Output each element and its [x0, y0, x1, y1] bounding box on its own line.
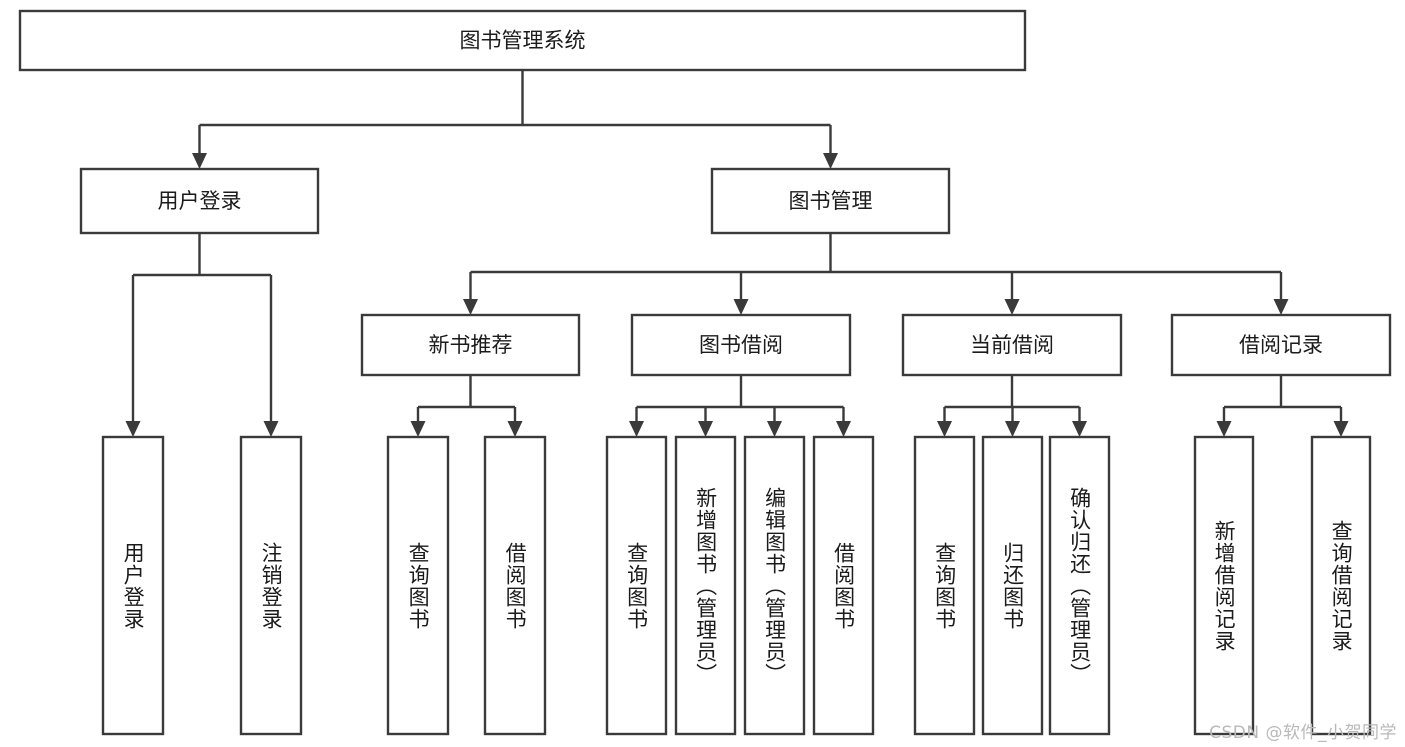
- connector-book-manage: [469, 233, 1283, 299]
- arrow-head-icon: [1004, 299, 1020, 315]
- connector-book-borrow: [635, 375, 845, 421]
- arrow-head-icon: [1005, 421, 1020, 437]
- node-box-leaf-user-login[interactable]: [101, 435, 165, 736]
- arrow-head-icon: [1333, 421, 1349, 437]
- node-box-leaf-borrow-book-1[interactable]: [483, 435, 547, 736]
- connector-borrow-record: [1222, 375, 1343, 421]
- arrow-head-icon: [125, 421, 141, 437]
- node-label-user-login: 用户登录: [158, 189, 242, 213]
- arrow-head-icon: [263, 421, 279, 437]
- node-label-book-manage: 图书管理: [789, 189, 873, 213]
- node-box-new-book-recommend[interactable]: [360, 313, 581, 377]
- node-box-leaf-query-book-2[interactable]: [605, 435, 668, 736]
- node-box-leaf-query-record[interactable]: [1310, 435, 1372, 736]
- node-box-leaf-add-book[interactable]: [674, 435, 737, 736]
- node-label-new-book-recommend: 新书推荐: [429, 333, 513, 357]
- arrow-head-icon: [937, 421, 952, 437]
- arrow-head-icon: [1273, 299, 1289, 315]
- node-box-leaf-add-record[interactable]: [1193, 435, 1255, 736]
- arrow-head-icon: [507, 421, 523, 437]
- node-box-root[interactable]: [18, 9, 1027, 72]
- arrow-head-icon: [410, 421, 426, 437]
- arrow-head-icon: [767, 421, 782, 437]
- arrow-head-icon: [629, 421, 644, 437]
- node-label-root: 图书管理系统: [460, 29, 586, 53]
- node-box-leaf-return-book[interactable]: [981, 435, 1044, 736]
- arrow-head-icon: [836, 421, 851, 437]
- node-box-current-borrow[interactable]: [901, 313, 1123, 377]
- node-box-leaf-query-book-3[interactable]: [913, 435, 976, 736]
- node-box-leaf-confirm-return[interactable]: [1048, 435, 1111, 736]
- node-label-book-borrow: 图书借阅: [699, 333, 783, 357]
- node-boxes-layer: [18, 9, 1392, 736]
- node-label-current-borrow: 当前借阅: [970, 333, 1054, 357]
- connector-user-login: [131, 233, 273, 421]
- node-box-leaf-borrow-book-2[interactable]: [812, 435, 875, 736]
- node-box-borrow-record[interactable]: [1170, 313, 1392, 377]
- node-label-borrow-record: 借阅记录: [1239, 333, 1323, 357]
- node-box-leaf-logout[interactable]: [239, 435, 303, 736]
- connector-new-book-recommend: [416, 375, 517, 421]
- arrow-head-icon: [463, 299, 478, 315]
- arrow-head-icon: [1072, 421, 1087, 437]
- connector-root: [198, 70, 832, 153]
- node-box-user-login[interactable]: [79, 167, 320, 235]
- connector-current-borrow: [943, 375, 1081, 421]
- arrow-head-icon: [823, 153, 838, 169]
- node-box-leaf-edit-book[interactable]: [743, 435, 806, 736]
- node-box-leaf-query-book-1[interactable]: [386, 435, 450, 736]
- node-box-book-borrow[interactable]: [630, 313, 852, 377]
- connector-lines-layer: [125, 70, 1349, 437]
- node-box-book-manage[interactable]: [710, 167, 951, 235]
- watermark-text: CSDN @软件_小贺同学: [1209, 723, 1397, 743]
- arrow-head-icon: [192, 153, 207, 169]
- arrow-head-icon: [1216, 421, 1232, 437]
- arrow-head-icon: [698, 421, 713, 437]
- arrow-head-icon: [733, 299, 749, 315]
